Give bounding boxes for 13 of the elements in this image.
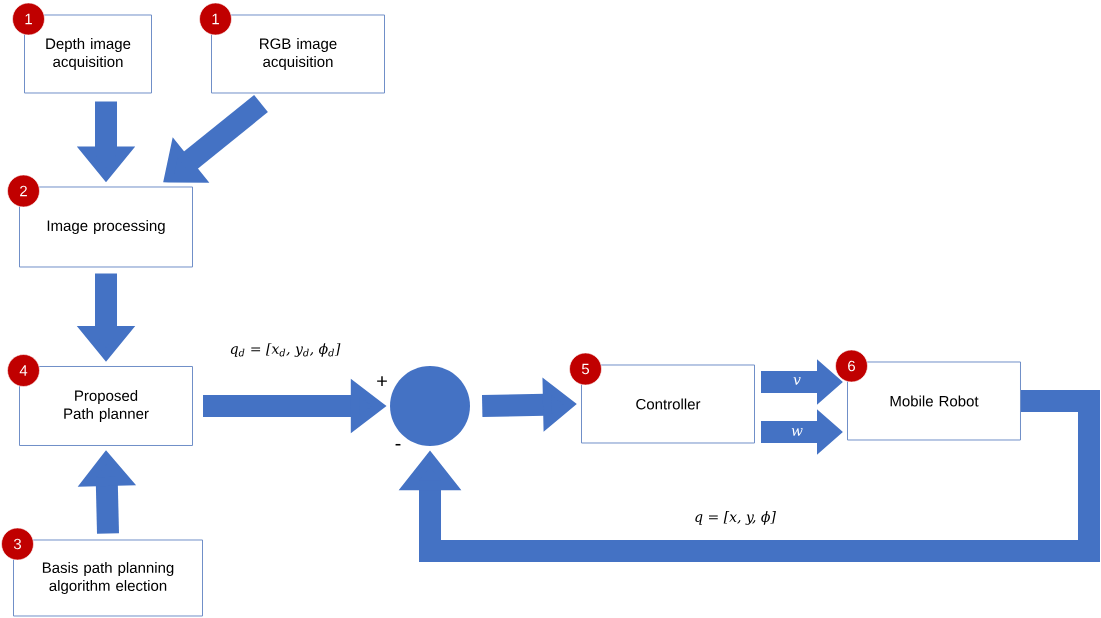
number-badge: 1 — [199, 2, 232, 36]
sign-label: - — [395, 443, 401, 446]
number-badge: 5 — [569, 352, 602, 386]
number-badge: 2 — [7, 174, 40, 208]
number-badge: 1 — [12, 2, 45, 36]
number-badge: 6 — [835, 349, 868, 383]
edge-label: q = [x, y, ϕ] — [695, 511, 776, 525]
number-badge: 4 — [7, 354, 40, 387]
edge-label: w — [791, 428, 803, 436]
edge-label: q$_{d}$ = [x$_{d}$, y$_{d}$, ϕ$_{d}$] — [230, 343, 341, 357]
number-badge: 3 — [1, 527, 34, 561]
summing-junction — [390, 366, 470, 446]
edge-label: v — [793, 377, 801, 385]
